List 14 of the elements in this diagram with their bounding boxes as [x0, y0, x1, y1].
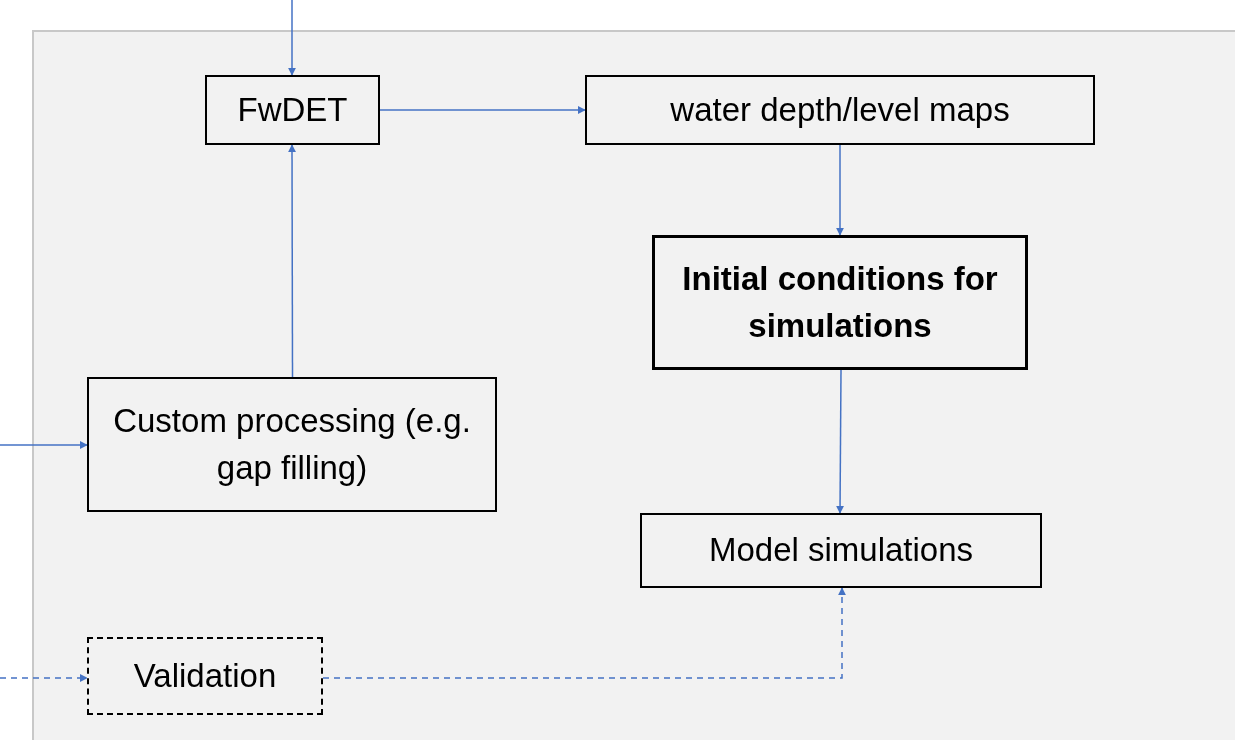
process-box: Initial conditions for simulations	[652, 235, 1028, 370]
arrow	[0, 441, 88, 449]
process-box: water depth/level maps	[585, 75, 1095, 145]
arrow	[836, 144, 844, 236]
process-box: Model simulations	[640, 513, 1042, 588]
arrow	[0, 674, 88, 682]
process-box: Custom processing (e.g. gap filling)	[87, 377, 497, 512]
arrow	[288, 144, 296, 378]
process-box: FwDET	[205, 75, 380, 145]
process-box: Validation	[87, 637, 323, 715]
arrow	[836, 369, 845, 514]
arrow	[322, 587, 846, 679]
arrow	[288, 0, 296, 76]
arrow	[379, 106, 586, 114]
